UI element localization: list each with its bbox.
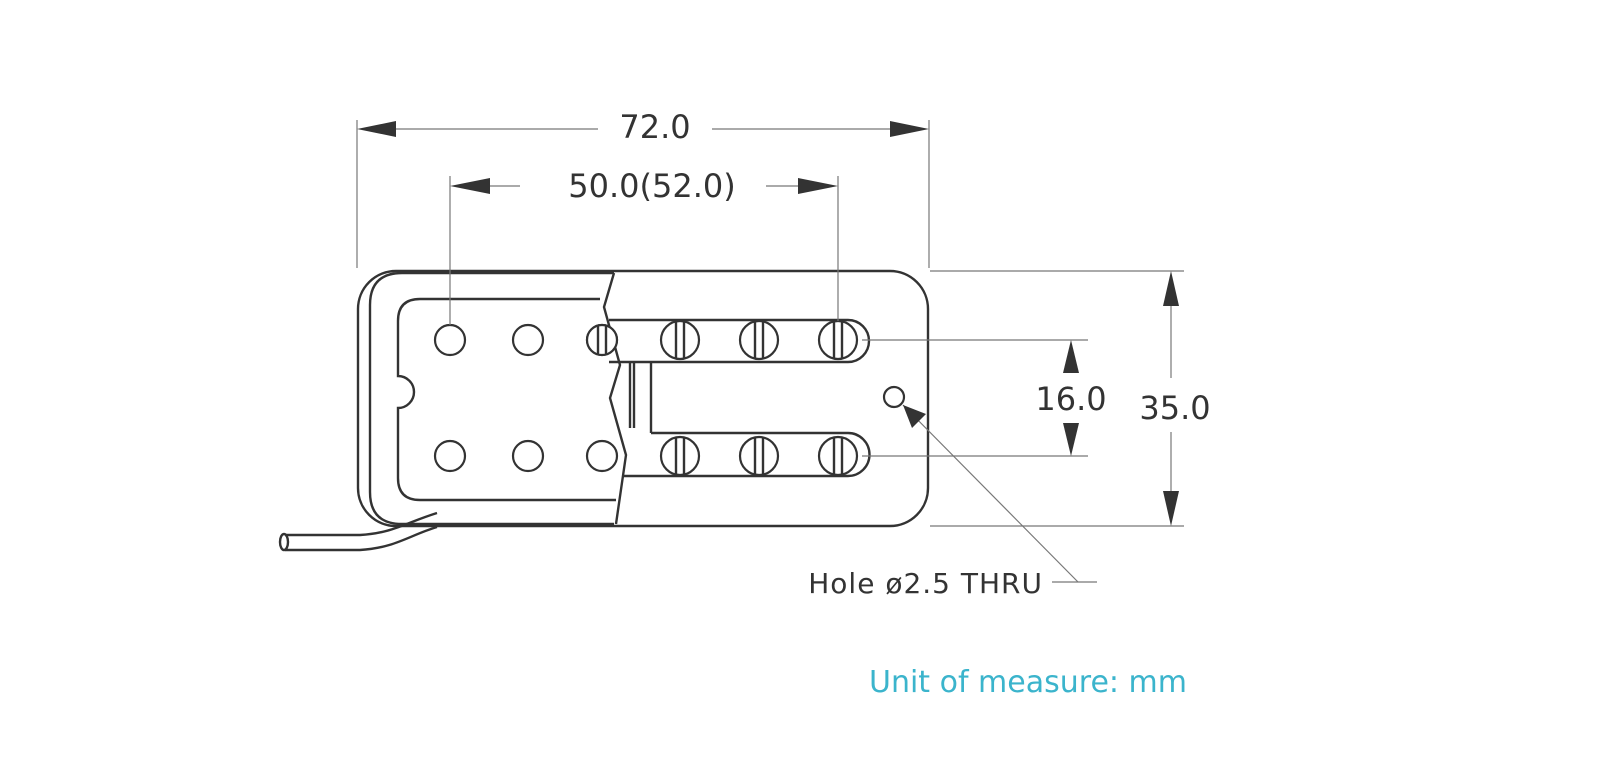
dimension-label: 72.0 <box>619 108 690 146</box>
dimension-overall-width: 35.0 <box>930 270 1211 527</box>
screw <box>817 435 859 477</box>
through-hole <box>882 385 906 409</box>
hole <box>511 323 545 357</box>
screw <box>585 323 619 357</box>
screw <box>817 319 859 361</box>
dimension-label: 35.0 <box>1139 389 1210 427</box>
dimension-hole-row-spacing: 16.0 <box>862 339 1107 457</box>
clamp-plate <box>396 297 616 502</box>
dimension-label: 16.0 <box>1035 380 1106 418</box>
screw <box>659 435 701 477</box>
body-inner-contour <box>368 271 614 526</box>
screw <box>738 435 780 477</box>
hole-callout: Hole ø2.5 THRU <box>808 404 1097 600</box>
hole <box>585 439 619 473</box>
cable <box>278 511 438 552</box>
dimension-overall-length: 72.0 <box>356 108 930 268</box>
break-line <box>602 272 628 525</box>
screw-heads <box>585 319 859 477</box>
hole <box>433 439 467 473</box>
slot-plate <box>609 318 871 478</box>
dimension-hole-spacing: 50.0(52.0) <box>449 167 839 325</box>
hole <box>511 439 545 473</box>
dimension-label: 50.0(52.0) <box>568 167 735 205</box>
screw <box>738 319 780 361</box>
body-outline <box>356 269 930 528</box>
screw <box>659 319 701 361</box>
unit-note: Unit of measure: mm <box>869 665 1187 700</box>
hole-note: Hole ø2.5 THRU <box>808 567 1043 600</box>
hole <box>433 323 467 357</box>
